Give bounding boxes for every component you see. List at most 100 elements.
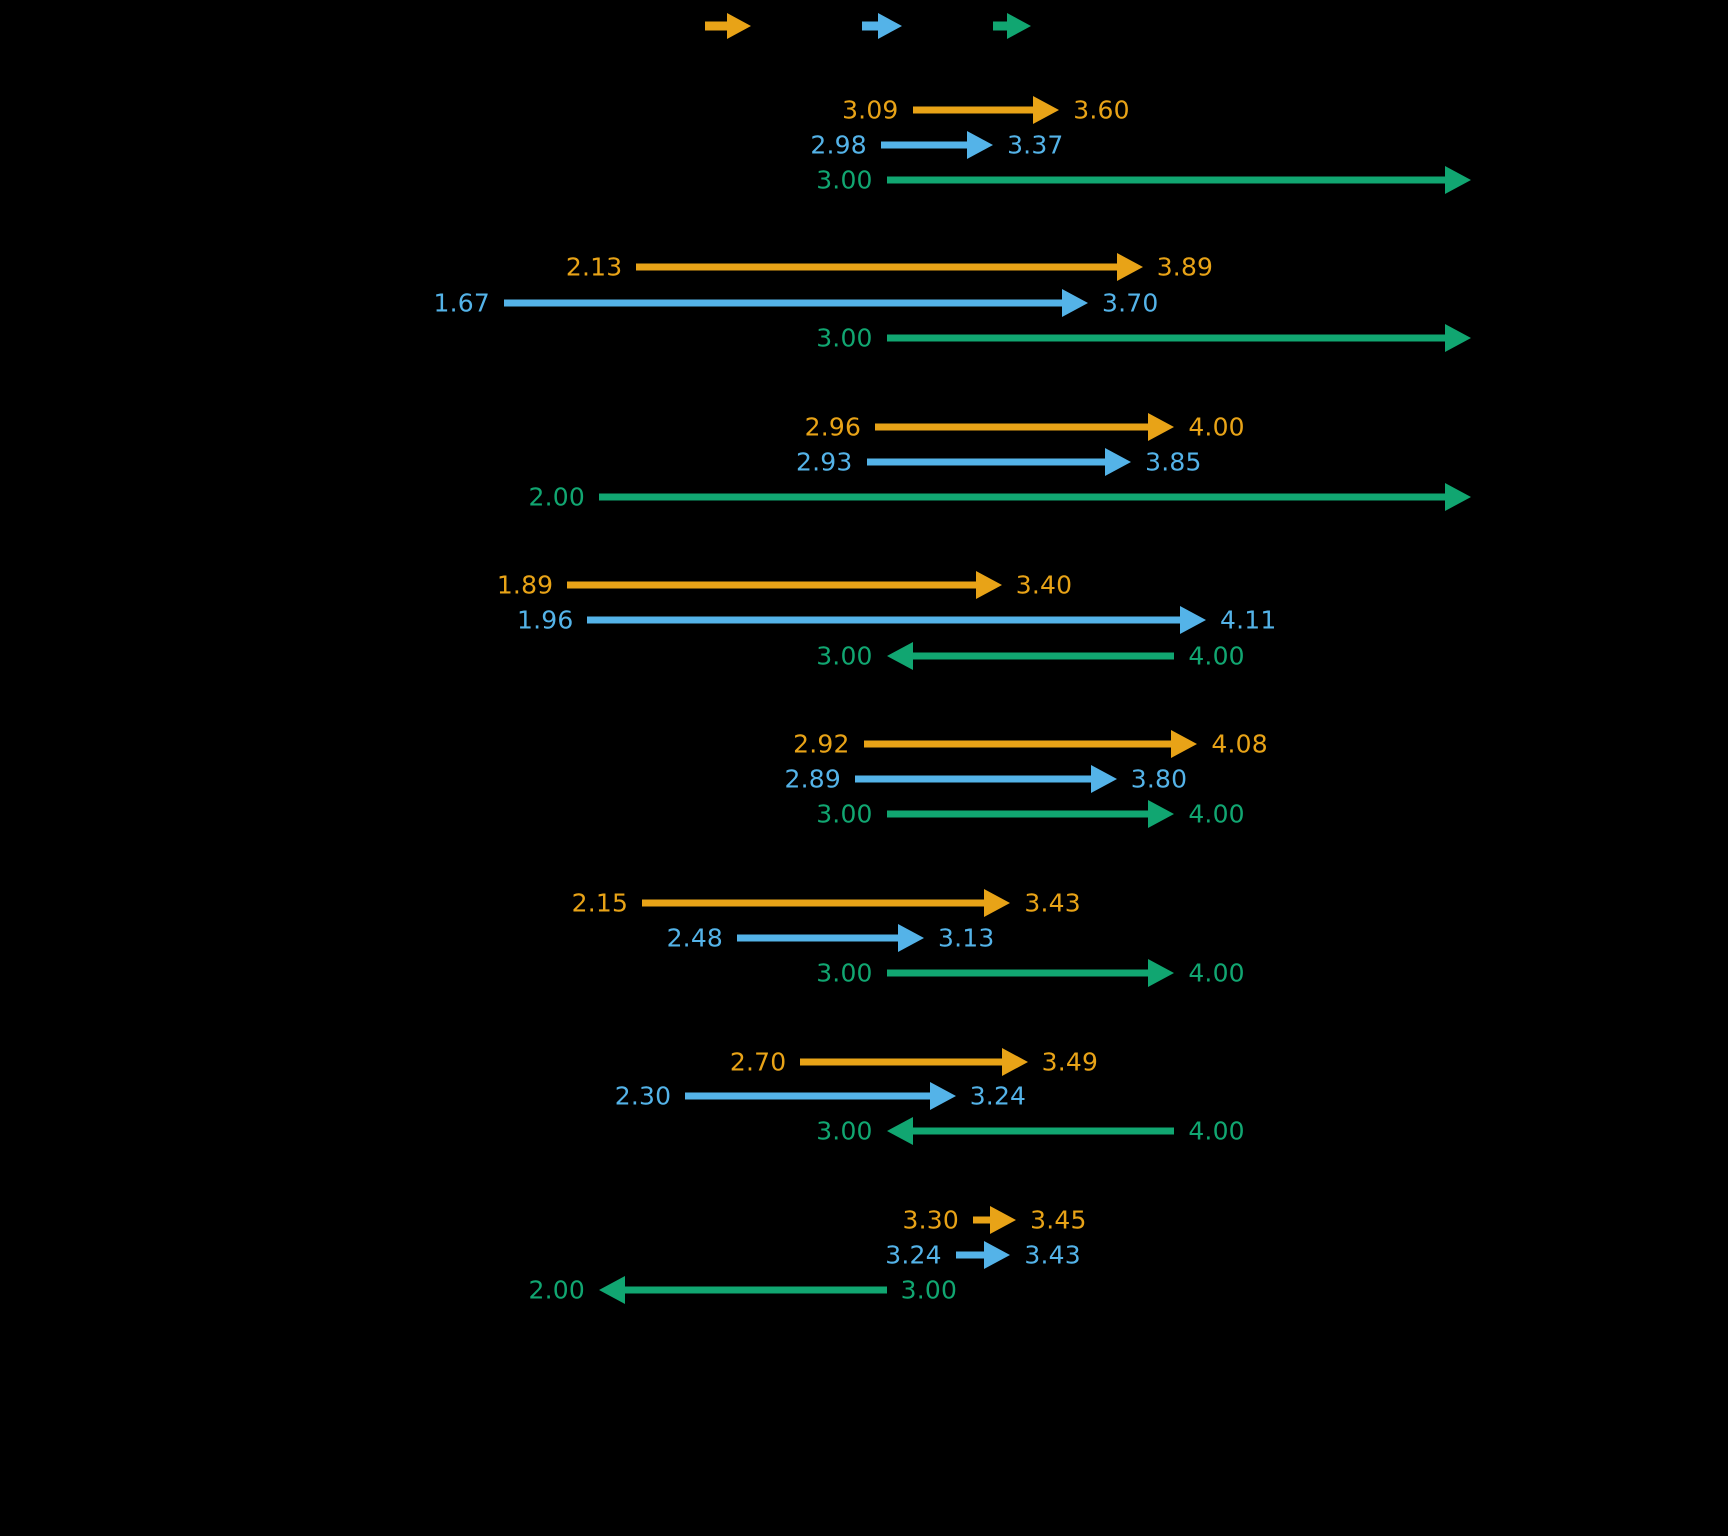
arrow-shaft — [800, 1058, 1006, 1066]
legend-arrow-shaft — [705, 21, 729, 31]
legend-arrow-head — [1007, 13, 1031, 39]
arrow-shaft — [886, 969, 1153, 977]
legend-arrow-icon — [862, 13, 902, 39]
arrow-head-icon — [1179, 606, 1206, 634]
arrow-start-label: 2.48 — [666, 923, 724, 953]
arrow-orange[interactable]: 2.92 4.08 — [0, 724, 1728, 764]
arrow-end-label: 4.08 — [1211, 729, 1268, 759]
arrow-shaft — [912, 106, 1038, 114]
arrow-green[interactable]: 4.00 3.00 — [0, 1111, 1728, 1151]
arrow-orange[interactable]: 3.30 3.45 — [0, 1200, 1728, 1240]
arrow-start-label: 2.92 — [793, 729, 850, 759]
arrow-shaft — [863, 740, 1176, 748]
arrow-blue[interactable]: 1.67 3.70 — [0, 283, 1728, 323]
arrow-blue[interactable]: 2.93 3.85 — [0, 442, 1728, 482]
arrow-start-label: 2.93 — [796, 447, 853, 477]
legend-item-green-series[interactable] — [993, 13, 1039, 39]
arrow-head-icon — [1001, 1048, 1028, 1076]
arrow-green[interactable]: 2.00 — [0, 477, 1728, 517]
arrow-start-label: 4.00 — [1188, 1116, 1245, 1146]
chart-legend — [0, 0, 1728, 70]
arrow-start-label: 1.67 — [433, 288, 490, 318]
arrow-head-icon — [1062, 289, 1089, 317]
arrow-head-icon — [1444, 166, 1471, 194]
arrow-head-icon — [967, 131, 994, 159]
arrow-head-icon — [975, 571, 1002, 599]
arrow-head-icon — [1105, 448, 1132, 476]
arrow-shaft — [598, 493, 1449, 501]
arrow-end-label: 3.70 — [1102, 288, 1159, 318]
legend-item-blue-series[interactable] — [862, 13, 910, 39]
arrow-shaft — [504, 299, 1067, 307]
arrow-start-label: 1.89 — [496, 570, 554, 600]
arrow-shaft — [642, 899, 989, 907]
arrow-orange[interactable]: 2.70 3.49 — [0, 1042, 1728, 1082]
arrow-shaft — [737, 934, 903, 942]
arrow-start-label: 2.15 — [571, 888, 629, 918]
arrow-orange[interactable]: 1.89 3.40 — [0, 565, 1728, 605]
arrow-head-icon — [1033, 96, 1060, 124]
arrow-shaft — [886, 810, 1153, 818]
arrow-end-label: 4.00 — [1188, 958, 1245, 988]
arrow-shaft — [587, 616, 1184, 624]
arrow-end-label: 3.43 — [1024, 1240, 1081, 1270]
arrow-end-label: 3.49 — [1041, 1047, 1099, 1077]
arrow-head-icon — [1116, 253, 1143, 281]
arrow-head-icon — [929, 1082, 956, 1110]
arrow-shaft — [955, 1251, 989, 1259]
arrow-green[interactable]: 3.00 — [0, 318, 1728, 358]
arrow-end-label: 3.24 — [969, 1081, 1027, 1111]
arrow-shaft — [636, 263, 1121, 271]
arrow-end-label: 4.11 — [1219, 605, 1277, 635]
legend-arrow-head — [727, 13, 751, 39]
arrow-head-icon — [990, 1206, 1017, 1234]
arrow-shaft — [908, 1127, 1175, 1135]
arrow-shaft — [886, 334, 1449, 342]
arrow-end-label: 3.00 — [816, 1116, 873, 1146]
arrow-shaft — [866, 458, 1110, 466]
legend-item-orange-series[interactable] — [705, 13, 759, 39]
arrow-start-label: 2.96 — [804, 412, 862, 442]
arrow-start-label: 2.70 — [729, 1047, 787, 1077]
arrow-start-label: 3.00 — [816, 958, 873, 988]
arrow-start-label: 3.00 — [816, 799, 873, 829]
arrow-start-label: 3.30 — [902, 1205, 959, 1235]
arrow-shaft — [567, 581, 980, 589]
arrow-end-label: 2.00 — [528, 1275, 585, 1305]
arrow-head-icon — [1444, 483, 1471, 511]
arrow-end-label: 3.00 — [816, 641, 873, 671]
arrow-shaft — [908, 652, 1175, 660]
arrow-end-label: 3.37 — [1007, 130, 1064, 160]
arrow-start-label: 3.09 — [842, 95, 899, 125]
legend-arrow-head — [878, 13, 902, 39]
arrow-start-label: 2.89 — [784, 764, 841, 794]
arrow-head-icon — [886, 642, 913, 670]
arrow-end-label: 3.85 — [1145, 447, 1202, 477]
arrow-green[interactable]: 3.00 — [0, 160, 1728, 200]
arrow-shaft — [620, 1286, 887, 1294]
arrow-head-icon — [1148, 800, 1175, 828]
arrow-shaft — [886, 176, 1449, 184]
arrow-green[interactable]: 3.00 4.00 — [0, 953, 1728, 993]
arrow-end-label: 3.40 — [1015, 570, 1073, 600]
arrow-blue[interactable]: 3.24 3.43 — [0, 1235, 1728, 1275]
legend-arrow-icon — [993, 13, 1031, 39]
arrow-head-icon — [1148, 959, 1175, 987]
legend-arrow-shaft — [993, 21, 1009, 31]
arrow-start-label: 3.24 — [885, 1240, 942, 1270]
arrow-end-label: 3.89 — [1156, 252, 1214, 282]
arrow-end-label: 3.45 — [1030, 1205, 1087, 1235]
